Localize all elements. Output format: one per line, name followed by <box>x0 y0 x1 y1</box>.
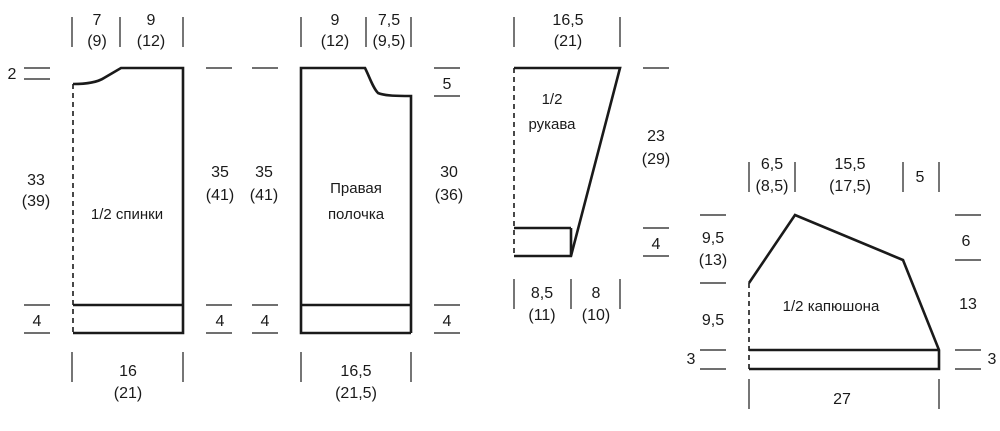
hood-left-band-dim: 3 <box>687 351 696 368</box>
back-neck-dim-alt: (12) <box>137 33 165 50</box>
back-rib-dim-right: 4 <box>216 313 225 330</box>
sleeve-bottom-left-dim: 8,5 <box>531 285 553 302</box>
hood-left-upper-dim-alt: (13) <box>699 252 727 269</box>
front-width-dim: 16,5 <box>340 363 371 380</box>
front-shoulder-dim-alt: (9,5) <box>373 33 406 50</box>
sleeve-cuff-dim: 4 <box>652 236 661 253</box>
sleeve-label-line1: 1/2 <box>542 91 563 108</box>
back-dimensions: 7 (9) 9 (12) 2 33 (39) 4 35 (41) 4 16 (2… <box>8 12 235 402</box>
back-shoulder-dim: 7 <box>93 12 102 29</box>
front-total-height-dim: 35 <box>255 164 273 181</box>
front-outline <box>299 66 413 335</box>
hood-pattern-piece: 1/2 капюшона <box>747 213 941 371</box>
front-label-line1: Правая <box>330 180 382 197</box>
front-height-dim: 30 <box>440 164 458 181</box>
back-pattern-piece: 1/2 спинки <box>72 66 185 335</box>
front-dimensions: 9 (12) 7,5 (9,5) 35 (41) 4 5 30 (36) 4 1… <box>250 12 463 402</box>
back-height-dim: 33 <box>27 172 45 189</box>
back-rib-dim: 4 <box>33 313 42 330</box>
sleeve-height-dim: 23 <box>647 128 665 145</box>
front-neck-drop-dim: 5 <box>443 76 452 93</box>
sleeve-top-width-dim-alt: (21) <box>554 33 582 50</box>
front-neck-dim-alt: (12) <box>321 33 349 50</box>
front-height-dim-alt: (36) <box>435 187 463 204</box>
back-shoulder-dim-alt: (9) <box>87 33 107 50</box>
sleeve-top-width-dim: 16,5 <box>552 12 583 29</box>
sleeve-bottom-left-dim-alt: (11) <box>528 307 555 324</box>
hood-top-b-dim: 15,5 <box>834 156 865 173</box>
hood-top-c-dim: 5 <box>916 169 925 186</box>
hood-label: 1/2 капюшона <box>783 298 880 315</box>
sleeve-outline <box>514 66 622 258</box>
hood-top-b-dim-alt: (17,5) <box>829 178 871 195</box>
front-shoulder-dim: 7,5 <box>378 12 400 29</box>
front-total-height-dim-alt: (41) <box>250 187 278 204</box>
front-width-dim-alt: (21,5) <box>335 385 377 402</box>
back-total-height-dim-alt: (41) <box>206 187 234 204</box>
back-height-dim-alt: (39) <box>22 193 50 210</box>
front-label-line2: полочка <box>328 206 385 223</box>
hood-top-a-dim-alt: (8,5) <box>756 178 789 195</box>
hood-left-upper-dim: 9,5 <box>702 230 724 247</box>
front-pattern-piece: Правая полочка <box>299 66 413 335</box>
back-width-dim-alt: (21) <box>114 385 142 402</box>
front-rib-dim-left: 4 <box>261 313 270 330</box>
hood-dimensions: 6,5 (8,5) 15,5 (17,5) 5 9,5 (13) 9,5 3 6… <box>687 156 997 409</box>
sleeve-bottom-right-dim: 8 <box>592 285 601 302</box>
back-total-height-dim: 35 <box>211 164 229 181</box>
sleeve-pattern-piece: 1/2 рукава <box>513 66 622 258</box>
hood-width-dim: 27 <box>833 391 851 408</box>
back-neck-dim: 9 <box>147 12 156 29</box>
hood-right-mid-dim: 13 <box>959 296 977 313</box>
back-label: 1/2 спинки <box>91 206 163 223</box>
sleeve-bottom-right-dim-alt: (10) <box>582 307 610 324</box>
front-neck-dim: 9 <box>331 12 340 29</box>
hood-right-upper-dim: 6 <box>962 233 971 250</box>
back-width-dim: 16 <box>119 363 137 380</box>
sleeve-dimensions: 16,5 (21) 23 (29) 4 8,5 (11) 8 (10) <box>513 12 670 324</box>
hood-outline <box>747 213 941 371</box>
hood-right-band-dim: 3 <box>988 351 997 368</box>
back-neck-drop-dim: 2 <box>8 66 17 83</box>
sleeve-height-dim-alt: (29) <box>642 151 670 168</box>
hood-top-a-dim: 6,5 <box>761 156 783 173</box>
front-rib-dim-right: 4 <box>443 313 452 330</box>
sleeve-label-line2: рукава <box>528 116 576 133</box>
back-outline <box>72 66 185 335</box>
hood-left-lower-dim: 9,5 <box>702 312 724 329</box>
